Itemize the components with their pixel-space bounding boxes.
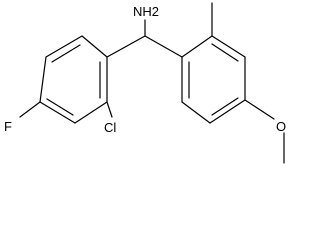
- chlorine-label: Cl: [104, 120, 116, 135]
- bond: [39, 101, 76, 124]
- bond-to-fluorine: [19, 101, 41, 118]
- amine-label: NH2: [133, 4, 159, 19]
- bond-left-ring-to-center: [106, 35, 146, 58]
- bond: [209, 99, 246, 124]
- fluorine-label: F: [4, 119, 12, 134]
- double-bond-inner: [46, 98, 74, 116]
- bond-center-to-right-ring: [144, 35, 183, 58]
- bond: [181, 101, 211, 124]
- double-bond-inner: [211, 43, 239, 62]
- double-bond-inner: [211, 97, 239, 116]
- bond: [74, 101, 108, 124]
- bond: [211, 35, 246, 58]
- bond: [45, 35, 83, 58]
- left-benzene-ring: [39, 35, 108, 124]
- right-benzene-ring: [181, 35, 246, 124]
- bond: [181, 35, 213, 58]
- molecule-diagram: NH2 Cl F O: [4, 2, 286, 164]
- oxygen-label: O: [276, 119, 286, 134]
- bond-to-chlorine: [106, 101, 113, 118]
- double-bond-inner: [51, 44, 81, 63]
- bond: [81, 35, 108, 58]
- bond: [39, 56, 47, 103]
- bond-to-methoxy-oxygen: [244, 99, 275, 120]
